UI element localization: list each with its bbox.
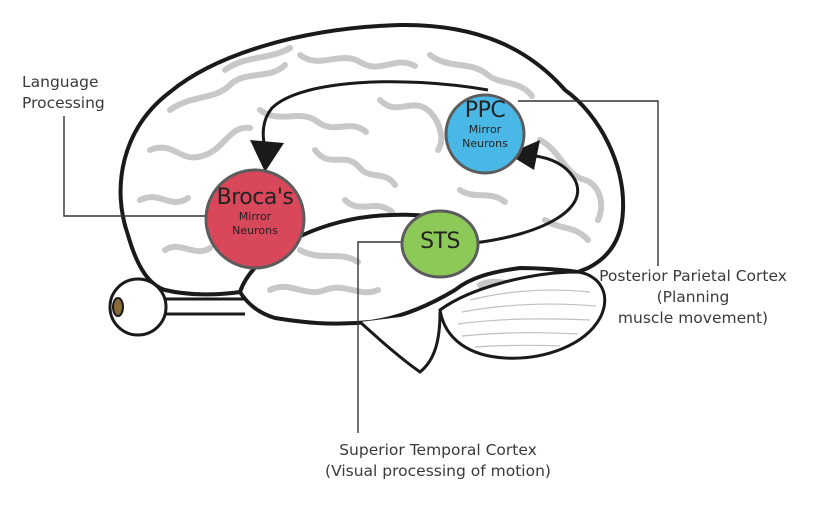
sts-label: STS [400,230,480,254]
cerebellum-folia [457,289,597,348]
arrow-sts-to-ppc [473,153,579,245]
broca-sub-1: Mirror [238,210,272,223]
sts-description: Superior Temporal Cortex (Visual process… [325,441,551,480]
broca-sub-2: Neurons [232,224,278,237]
arrowhead-broca [250,140,284,172]
broca-label: Broca's Mirror Neurons [205,186,305,238]
arrowhead-ppc [508,140,540,170]
arrow-ppc-to-broca [261,80,489,149]
language-processing-label: Language Processing [22,73,105,112]
ppc-label: PPC Mirror Neurons [445,99,525,151]
brainstem [358,311,442,374]
broca-title: Broca's [216,185,294,210]
broca-node [204,168,306,270]
ppc-node [444,93,526,175]
leader-lines [63,100,659,433]
sts-node [400,209,480,279]
sts-title: STS [420,229,460,254]
eye-icon [108,277,245,337]
ppc-sub-1: Mirror [468,123,502,136]
ppc-description: Posterior Parietal Cortex (Planning musc… [599,267,787,327]
ppc-title: PPC [464,98,506,123]
ppc-sub-2: Neurons [462,137,508,150]
brain-gyri [137,45,605,296]
cerebellum [438,270,607,360]
